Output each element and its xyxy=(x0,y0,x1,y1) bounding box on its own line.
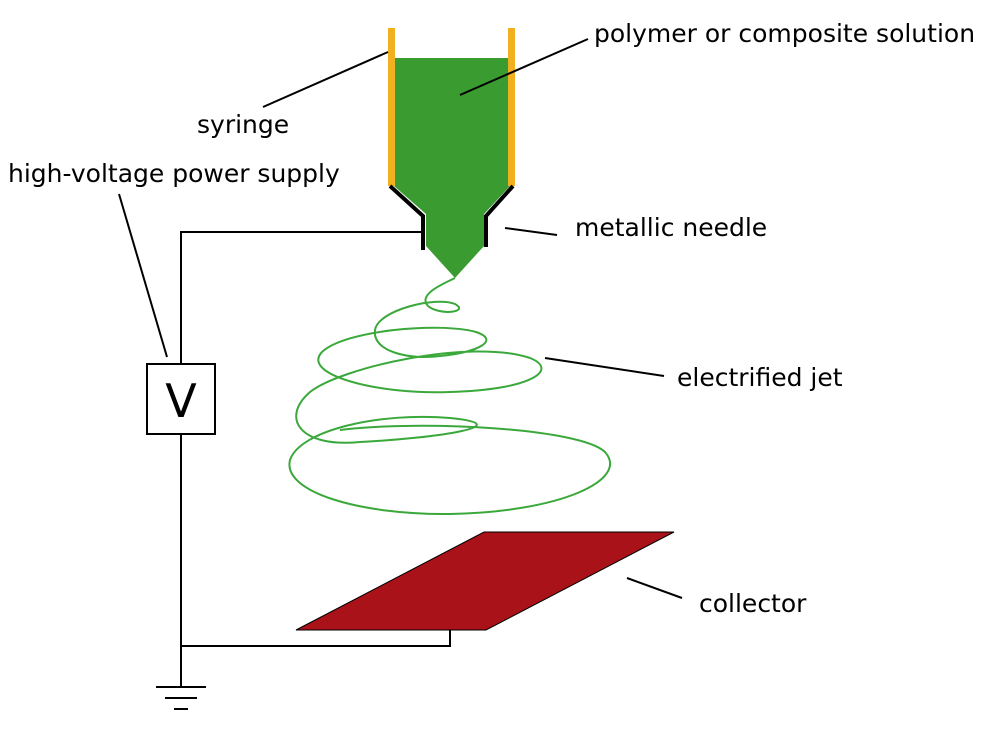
leader-needle xyxy=(504,227,558,236)
leader-solution xyxy=(459,38,589,96)
electrified-jet xyxy=(288,277,612,516)
label-syringe: syringe xyxy=(197,110,289,139)
label-polymer-solution: polymer or composite solution xyxy=(594,19,975,48)
label-metallic-needle: metallic needle xyxy=(575,213,767,242)
wire-to-needle xyxy=(180,231,423,363)
leader-syringe xyxy=(262,51,389,108)
syringe-wall-right xyxy=(508,28,515,186)
leader-power-supply xyxy=(118,193,168,358)
wire-to-collector xyxy=(181,630,451,647)
label-electrified-jet: electrified jet xyxy=(677,363,843,392)
voltmeter-symbol: V xyxy=(165,374,197,428)
metallic-needle-right xyxy=(484,184,515,247)
label-collector: collector xyxy=(699,589,807,618)
polymer-solution xyxy=(394,58,510,278)
leader-jet xyxy=(544,357,665,377)
collector-plate xyxy=(295,531,675,631)
metallic-needle-left xyxy=(388,184,425,250)
syringe-wall-left xyxy=(388,28,395,186)
label-power-supply: high-voltage power supply xyxy=(8,159,340,188)
ground-icon xyxy=(156,686,206,710)
voltmeter-box xyxy=(146,363,216,435)
leader-collector xyxy=(626,577,683,599)
